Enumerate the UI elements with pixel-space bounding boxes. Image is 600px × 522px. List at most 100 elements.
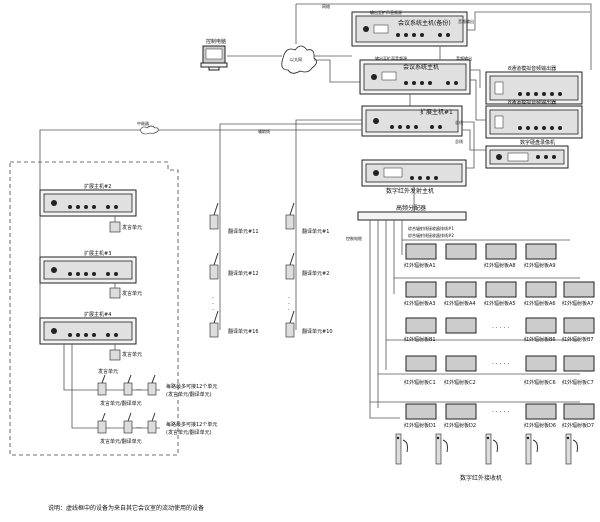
- trans-unit-12-label: 翻译单元#12: [228, 270, 259, 277]
- radiator-label-b1: 红外辐射板B1: [404, 336, 436, 343]
- max-units-1b: (发言单元/翻译单元): [166, 391, 212, 398]
- conf-host: [359, 59, 471, 95]
- trans-units-col2: [285, 202, 295, 338]
- ext-host-2-label: 扩展主机#2: [84, 183, 111, 190]
- trans-unit-11-label: 翻译单元#11: [228, 228, 259, 235]
- radiator-c1: [405, 355, 437, 372]
- radiator-label-a4: 红外辐射板A4: [444, 300, 476, 307]
- lan-label: 以太网: [290, 56, 302, 62]
- radiator-label-c2: 红外辐射板C2: [444, 379, 476, 386]
- lan-cloud: [281, 45, 317, 74]
- radiator-panels: [405, 243, 595, 420]
- speak-unit-side-2: 发言单元: [122, 290, 142, 297]
- speak-unit-top-label: 发言单元: [98, 368, 118, 375]
- trans-unit-16-label: 翻译单元#16: [228, 328, 259, 335]
- analog-out-1: [485, 71, 583, 105]
- host-to-analog2: [470, 79, 486, 121]
- relay-line: [39, 129, 362, 190]
- radiator-a1: [405, 243, 437, 260]
- max-units-2b: (发言单元/翻译单元): [166, 429, 212, 436]
- radiator-label-a5: 红外辐射板A5: [484, 300, 516, 307]
- radiator-d7: [563, 403, 595, 420]
- hf-splitter-label: 高频分配器: [396, 204, 426, 212]
- radiator-d6: [525, 403, 557, 420]
- radiator-a6: [525, 281, 557, 298]
- speak-unit-side2-label: 发言单元/翻译单元: [100, 438, 142, 445]
- radiator-label-a9: 红外辐射板A9: [524, 262, 556, 269]
- radiator-label-a3: 红外辐射板A3: [404, 300, 436, 307]
- max-units-1a: 每路最多可接12个单元: [166, 383, 217, 390]
- conf-host-label: 会议系统主机: [403, 63, 439, 71]
- radiator-b7: [563, 317, 595, 334]
- conf-host-backup-label: 会议系统主机(备份): [398, 19, 451, 27]
- trans-dots-2: ·: [288, 295, 290, 302]
- analog-out-1-label: 8通道模拟音频输出器: [508, 65, 556, 72]
- trans-dots-2b: ·: [288, 301, 290, 308]
- radiator-a5: [485, 281, 517, 298]
- trans-unit-1-label: 翻译单元#1: [302, 228, 329, 235]
- speak-unit-side-3: 发言单元: [122, 351, 142, 358]
- ext-host-4-label: 扩展主机#4: [84, 311, 111, 318]
- trans-col2-line: [295, 119, 362, 330]
- annot-1: 输出至扩声音频源: [370, 9, 402, 15]
- radiator-label-a6: 红外辐射板A6: [524, 300, 556, 307]
- radiator-label-c7: 红外辐射板C7: [562, 379, 594, 386]
- radiator-label-a7: 红外辐射板A7: [562, 300, 594, 307]
- radiator-d2: [445, 403, 477, 420]
- control-cable-label: 控制电缆: [346, 235, 362, 241]
- ext-host-3: [39, 256, 137, 284]
- dots-1: · · · · ·: [492, 325, 509, 332]
- backup-out-line: [467, 11, 590, 31]
- annot-3: 音频输出: [458, 18, 474, 24]
- control-pc-label: 控制电脑: [206, 38, 226, 45]
- trans-dots-1b: ·: [212, 301, 214, 308]
- trans-units-col1: [209, 202, 219, 338]
- host-to-analog1: [470, 69, 481, 88]
- trans-dots-2c: ·: [288, 307, 290, 314]
- ir-transmit-host: [361, 159, 467, 187]
- annot-6: 总线: [455, 138, 463, 144]
- radiator-label-a8: 红外辐射板A8: [484, 262, 516, 269]
- speak-unit-side-label: 发言单元/翻译单元: [100, 400, 142, 407]
- radiator-c6: [525, 355, 557, 372]
- dots-3: · · · · ·: [492, 409, 509, 416]
- dots-2: · · · · ·: [492, 361, 509, 368]
- trans-dots-1c: ·: [212, 307, 214, 314]
- radiator-c7: [563, 355, 595, 372]
- ir-receivers: [395, 433, 578, 465]
- radiator-label-b6: 红外辐射板B6: [524, 336, 556, 343]
- ext1-to-hdd-line: [462, 129, 486, 151]
- ext-host-4: [39, 317, 137, 345]
- radiator-label-d2: 红外辐射板D2: [444, 422, 476, 429]
- radiator-label-d6: 红外辐射板D6: [524, 422, 556, 429]
- ext-host-1: [361, 105, 463, 137]
- analog-out-2: [485, 105, 583, 139]
- chain-dots-2: ···: [136, 425, 142, 432]
- relay-icon: [139, 125, 159, 135]
- network-label-top: 网络: [322, 3, 330, 9]
- radiator-label-c1: 红外辐射板C1: [404, 379, 436, 386]
- relay-label: 中继器: [137, 120, 149, 126]
- conf-host-backup: [351, 11, 468, 47]
- radiator-label-c6: 红外辐射板C6: [524, 379, 556, 386]
- trans-col1-line: [219, 123, 362, 330]
- ext1-to-ir-line: [462, 121, 475, 169]
- trans-unit-10-label: 翻译单元#10: [302, 328, 333, 335]
- ir-receiver-label: 数字红外接收机: [460, 474, 502, 482]
- ext-host-1-label: 扩展主机#1: [420, 108, 453, 116]
- control-pc: [200, 45, 228, 71]
- trans-unit-2-label: 翻译单元#2: [302, 270, 329, 277]
- radiator-a9: [525, 243, 557, 260]
- annot-5: 总线: [455, 119, 463, 125]
- speak-unit-side-1: 发言单元: [122, 224, 142, 231]
- lan-to-host2-line: [314, 59, 360, 83]
- coax-note-2: 综合辐射线接收器排线#2: [408, 232, 454, 238]
- radiator-b1: [405, 317, 437, 334]
- trunk-a: [369, 220, 400, 419]
- hdd-recorder-label: 数字硬盘录像机: [520, 139, 555, 146]
- radiator-label-a1: 红外辐射板A1: [404, 262, 436, 269]
- trans-dots-1: ·: [212, 295, 214, 302]
- radiator-a8: [485, 243, 517, 260]
